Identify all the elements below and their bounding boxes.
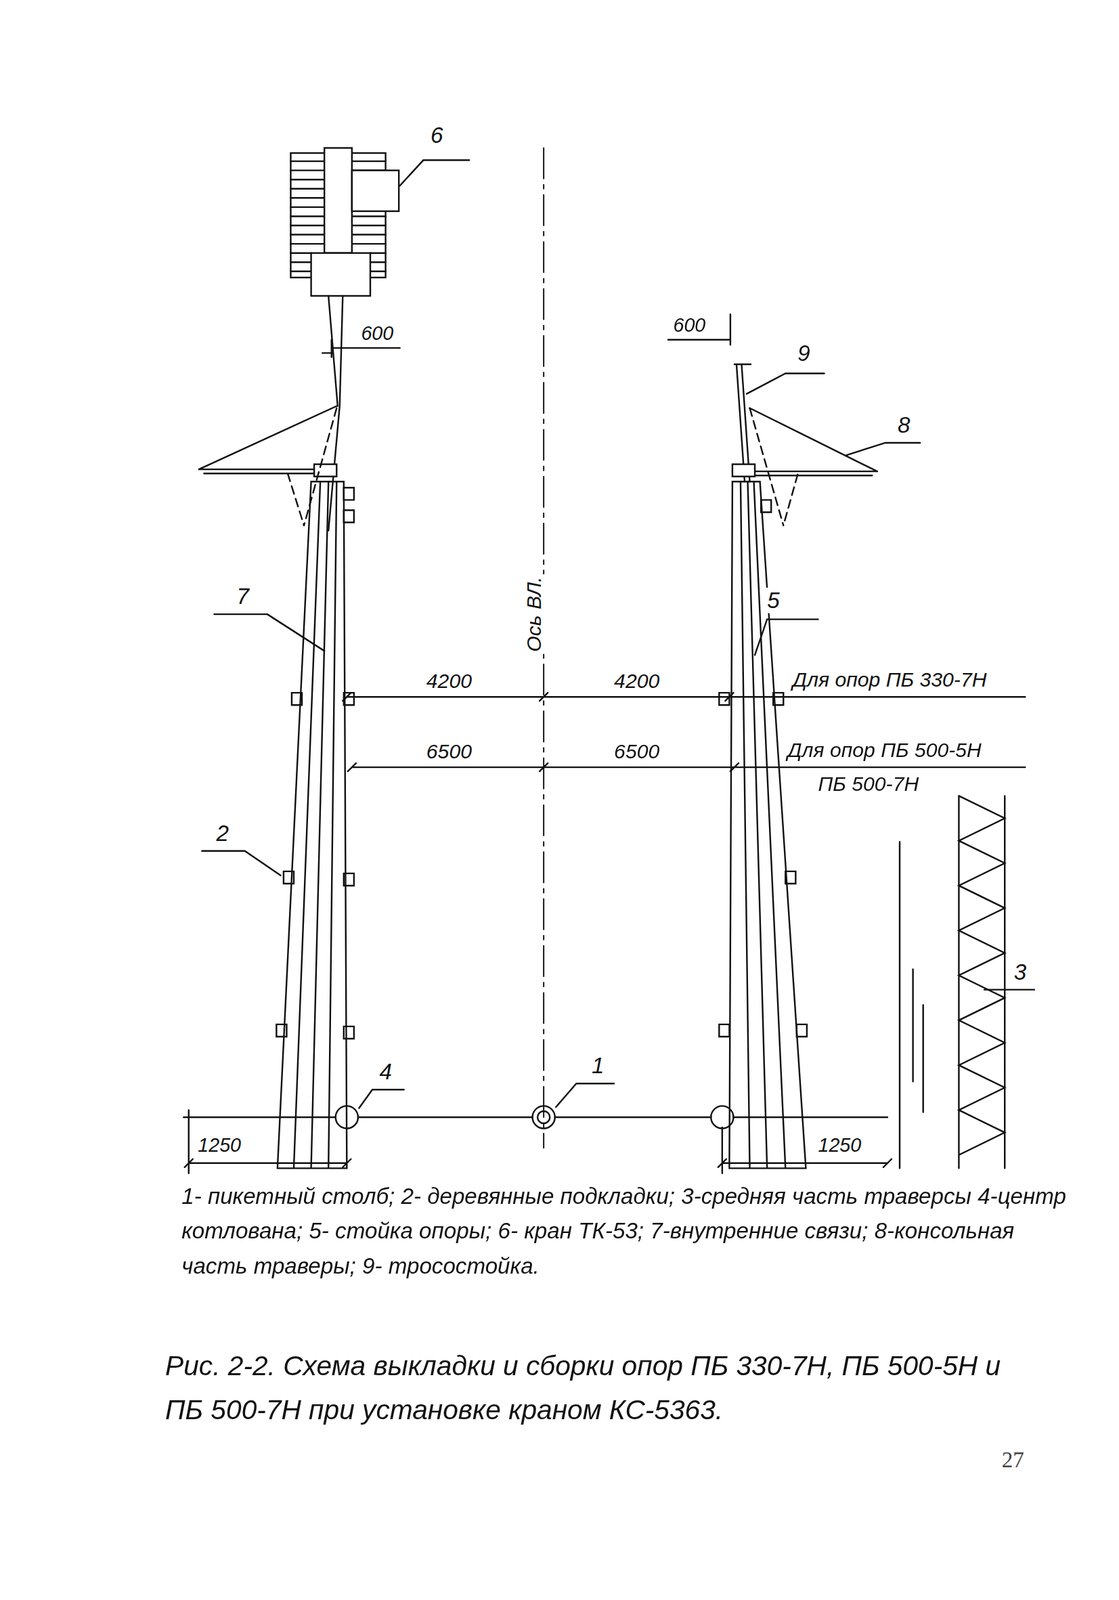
dimension-value: 6500 [611, 739, 662, 763]
traverse-console [199, 406, 337, 474]
picket-post [537, 1110, 550, 1124]
callout-number: 4 [377, 1058, 394, 1085]
traverse-members [899, 841, 924, 1168]
callout-number: 1 [589, 1052, 606, 1079]
dimension-value: 600 [358, 322, 396, 345]
picket-post [532, 1105, 556, 1128]
baseline [183, 1116, 888, 1118]
dimension-note: Для опор ПБ 330-7Н [790, 668, 990, 692]
callout-number: 9 [795, 340, 812, 367]
crane-cab [311, 253, 371, 296]
crane-counterweight [352, 170, 399, 212]
figure-caption: Рис. 2-2. Схема выкладки и сборки опор П… [163, 1344, 1045, 1433]
left-support [199, 339, 401, 1169]
dimension-value: 4200 [611, 668, 662, 693]
dimension-note: Для опор ПБ 500-5Н [785, 738, 984, 763]
dimension-note: ПБ 500-7Н [815, 772, 921, 797]
callout-number: 2 [213, 819, 231, 846]
callout-number: 8 [895, 412, 912, 438]
callout-number: 5 [764, 587, 782, 614]
callout-number: 3 [1012, 958, 1029, 985]
callout-number: 6 [428, 122, 445, 149]
dimension-value: 1250 [195, 1134, 244, 1157]
dimension-line [342, 692, 1025, 772]
support-post [277, 481, 347, 1168]
ground-marks [183, 1105, 888, 1128]
dimensions [184, 692, 1026, 1174]
leaders [201, 160, 1035, 1109]
dimension-value: 4200 [424, 668, 474, 693]
support-post [729, 481, 806, 1168]
wooden-pads [276, 487, 355, 1039]
traverse-joint [732, 464, 755, 477]
console-position [287, 408, 337, 526]
traverse-middle [899, 795, 1005, 1168]
legend-note: 1- пикетный столб; 2- деревянные подклад… [179, 1179, 1082, 1284]
leader-lines [201, 160, 1035, 1109]
dimension-line [668, 314, 731, 345]
callout-number: 7 [234, 583, 252, 610]
crane-body [324, 147, 353, 253]
pit-center [335, 1105, 359, 1128]
page-number: 27 [999, 1446, 1027, 1473]
console-position [750, 408, 799, 526]
dimension-value: 6500 [424, 739, 474, 763]
dimension-line [184, 1109, 892, 1173]
pit-center [710, 1105, 734, 1128]
lattice-truss [958, 795, 1005, 1168]
dimension-value: 600 [671, 314, 709, 337]
axis-label: Ось ВЛ. [522, 574, 547, 654]
dimension-value: 1250 [815, 1134, 864, 1157]
